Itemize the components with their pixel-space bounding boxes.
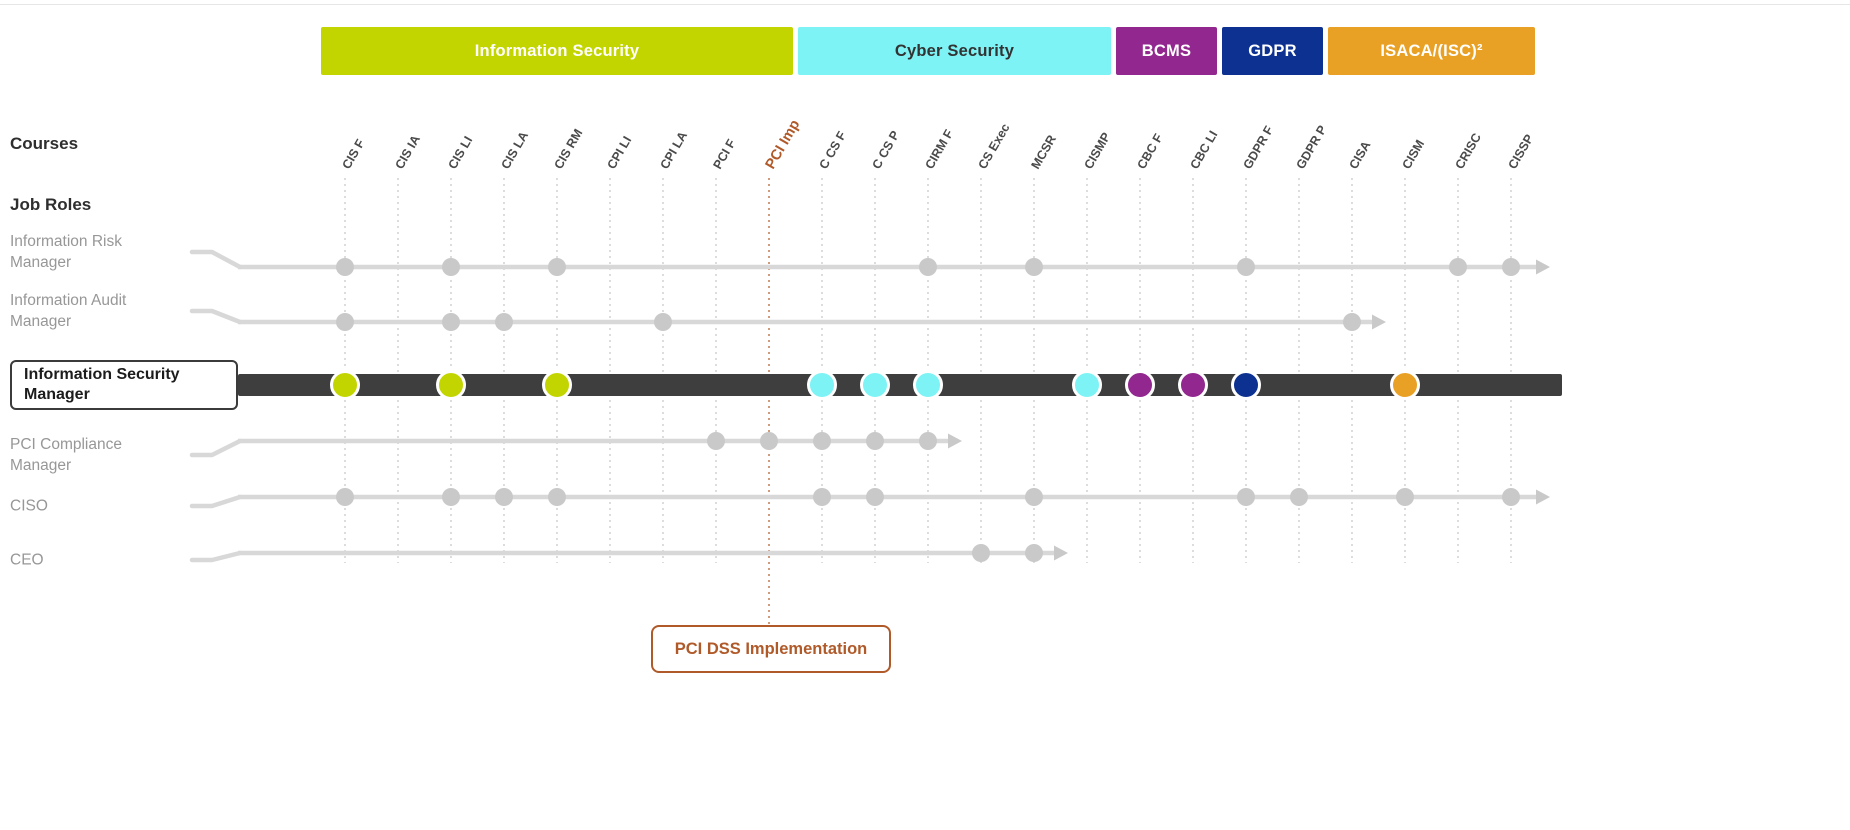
courses-label: Courses xyxy=(10,134,79,153)
course-dot-mcsr xyxy=(1025,544,1043,562)
course-dot-c-cs-f xyxy=(813,488,831,506)
role-label-information-audit-manager: Information Audit Manager xyxy=(10,292,127,330)
role-label-information-risk-manager: Information Risk Manager xyxy=(10,233,122,271)
course-label-mcsr: MCSR xyxy=(1028,133,1059,172)
arrow-right-icon xyxy=(1054,545,1068,561)
pci-dss-callout: PCI DSS Implementation xyxy=(651,625,891,673)
category-bar-gdpr: GDPR xyxy=(1222,27,1323,75)
course-dot-c-cs-f xyxy=(813,432,831,450)
arrow-right-icon xyxy=(1536,489,1550,505)
course-label-cis-la: CIS LA xyxy=(498,129,531,171)
course-dot-cissp xyxy=(1502,488,1520,506)
course-dot-mcsr xyxy=(1025,488,1043,506)
course-label-cbc-f: CBC F xyxy=(1134,131,1165,171)
job-roles-label: Job Roles xyxy=(10,195,92,214)
top-divider xyxy=(0,4,1850,5)
role-label-pci-compliance-manager: PCI Compliance Manager xyxy=(10,436,122,474)
course-dot-cs-exec xyxy=(972,544,990,562)
course-label-cpi-li: CPI LI xyxy=(604,134,634,172)
course-dot-cbc-li xyxy=(1178,370,1208,400)
course-dot-cism xyxy=(1396,488,1414,506)
course-label-cisa: CISA xyxy=(1346,139,1373,172)
course-dot-mcsr xyxy=(1025,258,1043,276)
course-dot-cis-li xyxy=(442,313,460,331)
course-dot-cis-f xyxy=(336,313,354,331)
category-bar-isaca-isc: ISACA/(ISC)² xyxy=(1328,27,1535,75)
course-dot-cis-li xyxy=(442,258,460,276)
course-dot-cis-la xyxy=(495,488,513,506)
role-label-information-security-manager: Information Security Manager xyxy=(10,360,238,410)
course-dot-cis-f xyxy=(336,258,354,276)
course-label-cism: CISM xyxy=(1399,137,1427,171)
course-dot-c-cs-p xyxy=(866,488,884,506)
course-label-cpi-la: CPI LA xyxy=(657,129,690,171)
course-label-pci-imp: PCI Imp xyxy=(763,117,804,172)
course-dot-cisa xyxy=(1343,313,1361,331)
course-dot-cirm-f xyxy=(919,432,937,450)
course-label-gdpr-f: GDPR F xyxy=(1240,123,1276,171)
course-dot-c-cs-p xyxy=(866,432,884,450)
course-label-c-cs-f: C CS F xyxy=(816,129,849,172)
course-dot-gdpr-p xyxy=(1290,488,1308,506)
category-bar-information-security: Information Security xyxy=(321,27,793,75)
course-dot-cis-rm xyxy=(548,258,566,276)
course-label-cis-rm: CIS RM xyxy=(551,127,585,172)
course-dot-cis-li xyxy=(436,370,466,400)
role-label-ceo: CEO xyxy=(10,551,44,569)
course-dot-cis-rm xyxy=(548,488,566,506)
course-dot-cis-f xyxy=(330,370,360,400)
arrow-right-icon xyxy=(948,433,962,449)
course-dot-cis-la xyxy=(495,313,513,331)
category-bar-cyber-security: Cyber Security xyxy=(798,27,1111,75)
course-dot-c-cs-f xyxy=(807,370,837,400)
role-leader-line xyxy=(189,249,243,270)
course-dot-cissp xyxy=(1502,258,1520,276)
course-label-crisc: CRISC xyxy=(1452,131,1484,172)
course-label-cbc-li: CBC LI xyxy=(1187,128,1220,171)
course-dot-cbc-f xyxy=(1125,370,1155,400)
course-dot-cirm-f xyxy=(913,370,943,400)
course-label-cismp: CISMP xyxy=(1081,130,1113,171)
course-label-cissp: CISSP xyxy=(1505,132,1536,171)
category-bar-bcms: BCMS xyxy=(1116,27,1217,75)
course-dot-pci-f xyxy=(707,432,725,450)
course-dot-gdpr-f xyxy=(1237,258,1255,276)
course-label-c-cs-p: C CS P xyxy=(869,128,902,171)
course-dot-c-cs-p xyxy=(860,370,890,400)
role-leader-line xyxy=(189,494,243,509)
course-dot-crisc xyxy=(1449,258,1467,276)
course-dot-cirm-f xyxy=(919,258,937,276)
course-label-cirm-f: CIRM F xyxy=(922,127,956,172)
arrow-right-icon xyxy=(1536,259,1550,275)
course-dot-pci-imp xyxy=(760,432,778,450)
course-dot-cis-rm xyxy=(542,370,572,400)
course-dot-cis-li xyxy=(442,488,460,506)
course-label-cis-f: CIS F xyxy=(339,137,367,172)
course-label-gdpr-p: GDPR P xyxy=(1293,123,1329,172)
course-dot-cismp xyxy=(1072,370,1102,400)
course-dot-gdpr-f xyxy=(1231,370,1261,400)
course-label-pci-f: PCI F xyxy=(710,137,738,172)
role-leader-line xyxy=(189,308,243,325)
role-leader-line xyxy=(189,550,243,563)
course-dot-cism xyxy=(1390,370,1420,400)
course-dot-gdpr-f xyxy=(1237,488,1255,506)
course-dot-cis-f xyxy=(336,488,354,506)
course-label-cis-ia: CIS IA xyxy=(392,133,423,172)
role-leader-line xyxy=(189,438,243,458)
role-label-ciso: CISO xyxy=(10,497,48,515)
course-label-cis-li: CIS LI xyxy=(445,134,475,172)
course-dot-cpi-la xyxy=(654,313,672,331)
arrow-right-icon xyxy=(1372,314,1386,330)
course-label-cs-exec: CS Exec xyxy=(975,121,1012,171)
